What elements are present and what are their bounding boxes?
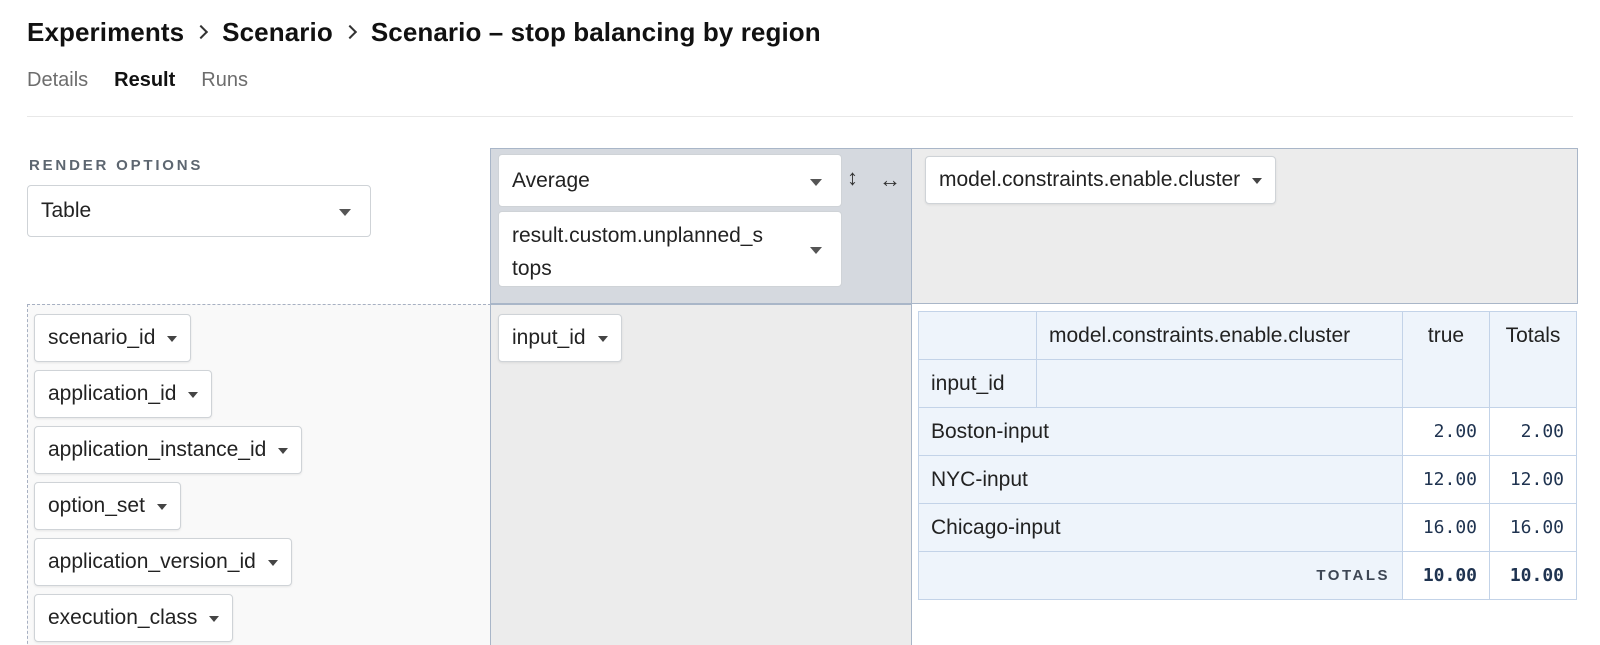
pivot-cell[interactable]: 2.00 xyxy=(1402,407,1490,456)
table-row: Chicago-input 16.00 16.00 xyxy=(918,503,1577,552)
page-title: Scenario – stop balancing by region xyxy=(370,16,821,47)
pivot-cell[interactable]: 12.00 xyxy=(1402,455,1490,504)
column-attribute-pill[interactable]: model.constraints.enable.cluster xyxy=(925,156,1277,204)
tab-runs[interactable]: Runs xyxy=(201,69,248,91)
divider xyxy=(27,116,1573,117)
chevron-down-icon[interactable] xyxy=(188,392,199,398)
pivot-cell[interactable]: 16.00 xyxy=(1402,503,1490,552)
row-total-cell[interactable]: 12.00 xyxy=(1489,455,1577,504)
tab-result[interactable]: Result xyxy=(114,69,176,91)
totals-label: TOTALS xyxy=(918,551,1403,600)
chevron-down-icon[interactable] xyxy=(1252,178,1263,184)
attribute-label: execution_class xyxy=(48,606,198,629)
breadcrumb-experiments[interactable]: Experiments xyxy=(27,16,185,47)
tab-bar: Details Result Runs xyxy=(27,69,248,92)
aggregator-function-select[interactable]: Average xyxy=(498,154,842,207)
row-label: Boston-input xyxy=(918,407,1403,456)
chevron-right-icon xyxy=(194,24,209,40)
table-row: Boston-input 2.00 2.00 xyxy=(918,407,1577,456)
row-label: NYC-input xyxy=(918,455,1403,504)
row-total-cell[interactable]: 16.00 xyxy=(1489,503,1577,552)
attribute-pill-application-id[interactable]: application_id xyxy=(34,370,213,418)
chevron-down-icon[interactable] xyxy=(209,616,220,622)
row-order-icon[interactable]: ↕ xyxy=(847,165,858,190)
table-row: NYC-input 12.00 12.00 xyxy=(918,455,1577,504)
aggregator-attribute-select[interactable]: result.custom.unplanned_s tops xyxy=(498,211,842,287)
grand-total-cell[interactable]: 10.00 xyxy=(1489,551,1577,600)
renderer-select[interactable]: Table xyxy=(27,185,371,237)
attribute-label: application_id xyxy=(48,382,177,405)
row-label: Chicago-input xyxy=(918,503,1403,552)
pivot-table: model.constraints.enable.cluster true To… xyxy=(918,311,1577,600)
aggregator-function-value: Average xyxy=(512,168,590,192)
chevron-down-icon xyxy=(339,209,351,216)
col-key-header: true xyxy=(1402,311,1490,408)
chevron-down-icon[interactable] xyxy=(156,504,167,510)
attribute-label: application_version_id xyxy=(48,550,256,573)
attribute-pill-scenario-id[interactable]: scenario_id xyxy=(34,314,192,362)
breadcrumb-scenario[interactable]: Scenario xyxy=(222,16,333,47)
row-attribute-label: input_id xyxy=(512,326,586,349)
chevron-down-icon[interactable] xyxy=(278,448,289,454)
breadcrumb: Experiments Scenario Scenario – stop bal… xyxy=(27,15,821,49)
row-attr-header-spacer xyxy=(1036,359,1403,408)
aggregator-attribute-line1: result.custom.unplanned_s xyxy=(512,224,763,247)
col-attr-header: model.constraints.enable.cluster xyxy=(1036,311,1403,360)
attribute-pill-execution-class[interactable]: execution_class xyxy=(34,594,234,642)
attribute-pill-application-version-id[interactable]: application_version_id xyxy=(34,538,292,586)
renderer-select-value: Table xyxy=(41,199,92,222)
attribute-label: scenario_id xyxy=(48,326,156,349)
row-attribute-pill[interactable]: input_id xyxy=(498,314,622,362)
attribute-pill-application-instance-id[interactable]: application_instance_id xyxy=(34,426,303,474)
chevron-down-icon[interactable] xyxy=(597,336,608,342)
chevron-down-icon xyxy=(810,247,822,254)
column-attribute-label: model.constraints.enable.cluster xyxy=(939,168,1241,191)
col-order-icon[interactable]: ↔ xyxy=(879,167,901,192)
chevron-down-icon[interactable] xyxy=(167,336,178,342)
row-total-cell[interactable]: 2.00 xyxy=(1489,407,1577,456)
col-total-cell[interactable]: 10.00 xyxy=(1402,551,1490,600)
chevron-down-icon xyxy=(810,179,822,186)
totals-header: Totals xyxy=(1489,311,1577,408)
render-options-label: RENDER OPTIONS xyxy=(29,157,204,174)
pivot-corner xyxy=(918,311,1037,360)
aggregator-attribute-line2: tops xyxy=(512,257,552,280)
attribute-label: application_instance_id xyxy=(48,438,267,461)
tab-details[interactable]: Details xyxy=(27,69,89,91)
totals-row: TOTALS 10.00 10.00 xyxy=(918,551,1577,600)
chevron-down-icon[interactable] xyxy=(267,560,278,566)
row-attr-header: input_id xyxy=(918,359,1037,408)
chevron-right-icon xyxy=(342,24,357,40)
attribute-pill-option-set[interactable]: option_set xyxy=(34,482,181,530)
attribute-label: option_set xyxy=(48,494,145,517)
